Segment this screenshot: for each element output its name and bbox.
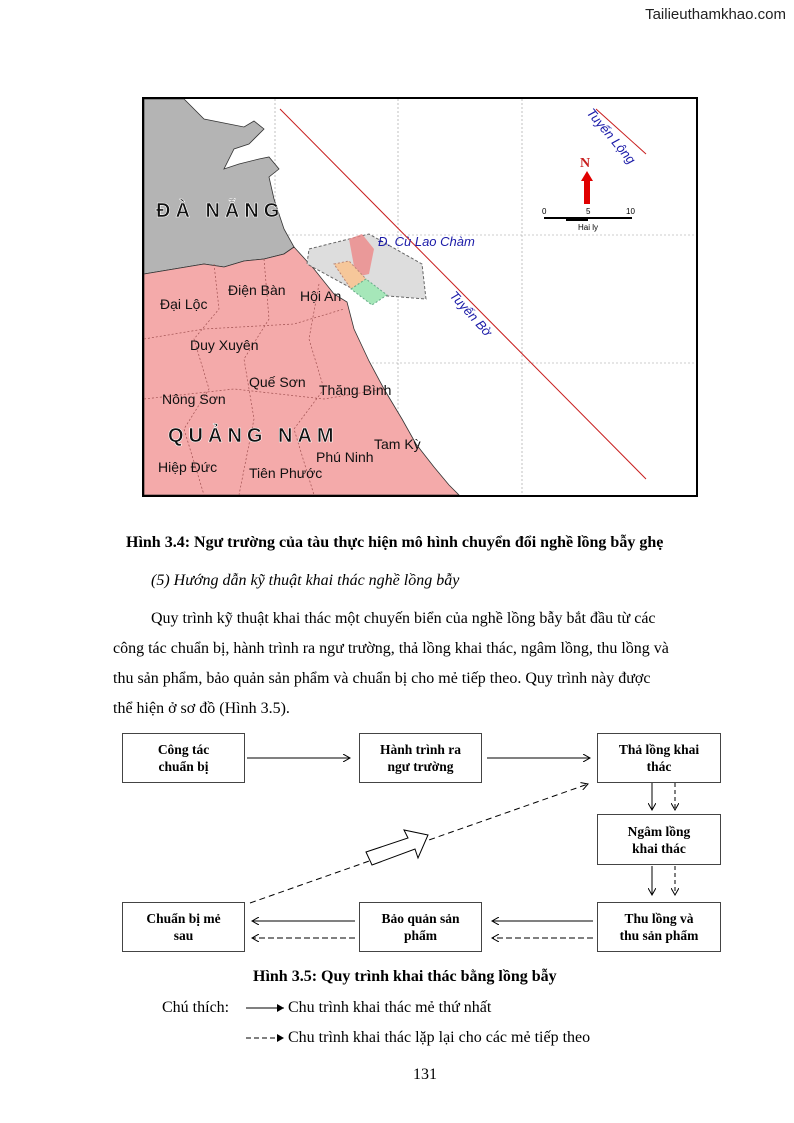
- label-tam-ky: Tam Kỳ: [374, 436, 421, 452]
- svg-text:Hai ly: Hai ly: [578, 223, 598, 232]
- legend-solid-text: Chu trình khai thác mẻ thứ nhất: [288, 999, 492, 1016]
- paragraph-line: Quy trình kỹ thuật khai thác một chuyến …: [151, 610, 656, 627]
- page-number: 131: [413, 1066, 437, 1083]
- figure-3-4-caption: Hình 3.4: Ngư trường của tàu thực hiện m…: [126, 534, 664, 551]
- label-hoi-an: Hội An: [300, 288, 341, 304]
- district-borders: [144, 258, 385, 495]
- label-dien-ban: Điện Bàn: [228, 282, 286, 298]
- label-quang-nam: QUẢNG NAM: [168, 424, 339, 447]
- tuyen-bo-line: [279, 108, 647, 480]
- section-heading: (5) Hướng dẫn kỹ thuật khai thác nghề lồ…: [151, 572, 460, 589]
- svg-text:0: 0: [542, 207, 547, 216]
- label-da-nang: ĐÀ NẴNG: [156, 199, 284, 222]
- legend-dashed-text: Chu trình khai thác lặp lại cho các mẻ t…: [288, 1029, 591, 1046]
- label-tien-phuoc: Tiên Phước: [249, 465, 322, 481]
- svg-text:N: N: [580, 156, 590, 171]
- paragraph-line: công tác chuẩn bị, hành trình ra ngư trư…: [113, 640, 669, 657]
- quang-nam-region: [144, 246, 460, 495]
- paragraph-line: thu sản phẩm, bảo quản sản phẩm và chuẩn…: [113, 670, 651, 687]
- svg-text:10: 10: [626, 207, 635, 216]
- label-phu-ninh: Phú Ninh: [316, 449, 374, 465]
- north-arrow-icon: N: [580, 156, 593, 204]
- tuyen-long-line: [595, 108, 647, 155]
- legend-label: Chú thích:: [162, 999, 230, 1016]
- zone-green: [350, 278, 388, 306]
- label-duy-xuyen: Duy Xuyên: [190, 337, 258, 353]
- label-cu-lao-cham: Đ. Cù Lao Chàm: [378, 234, 475, 249]
- label-dai-loc: Đại Lộc: [160, 296, 207, 312]
- label-hiep-duc: Hiệp Đức: [158, 459, 217, 475]
- scale-bar: 0 5 10 Hai ly: [542, 207, 635, 232]
- figure-3-5-caption: Hình 3.5: Quy trình khai thác bằng lồng …: [253, 968, 557, 985]
- svg-text:5: 5: [586, 207, 591, 216]
- fishing-ground-map: ĐÀ NẴNG QUẢNG NAM Điện Bàn Đại Lộc Hội A…: [142, 97, 698, 497]
- block-arrow-icon: [365, 829, 429, 866]
- paragraph-line: thể hiện ở sơ đồ (Hình 3.5).: [113, 700, 290, 717]
- watermark: Tailieuthamkhao.com: [645, 6, 786, 23]
- label-nong-son: Nông Sơn: [162, 391, 226, 407]
- label-thang-binh: Thăng Bình: [319, 382, 391, 398]
- label-que-son: Quế Sơn: [249, 374, 306, 390]
